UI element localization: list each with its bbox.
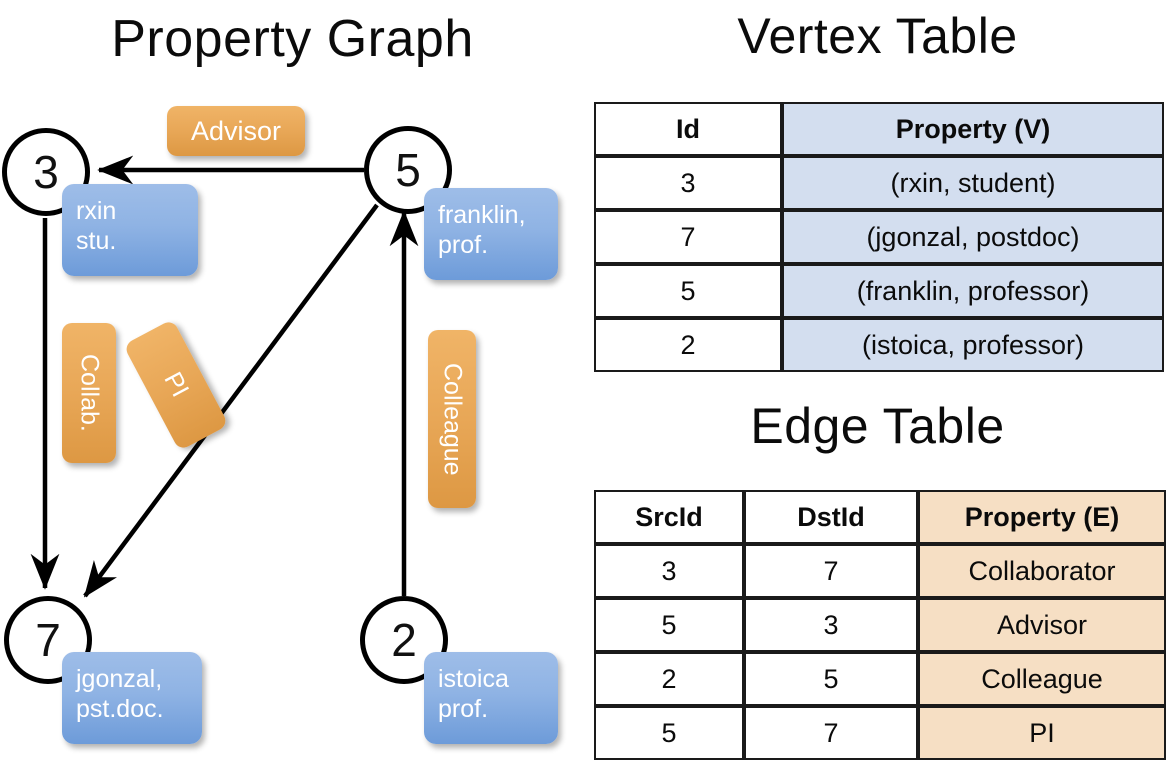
page-title-vertex-table: Vertex Table xyxy=(737,8,1018,64)
vertex-property-role: stu. xyxy=(76,227,117,255)
edge-label-text: Colleague xyxy=(438,362,467,476)
vertex-property-role: prof. xyxy=(438,695,489,723)
cell-property: Colleague xyxy=(918,652,1166,706)
column-header-srcid: SrcId xyxy=(594,490,744,544)
cell-property: Advisor xyxy=(918,598,1166,652)
table-row[interactable]: 3 7 Collaborator xyxy=(594,544,1166,598)
vertex-property-role: pst.doc. xyxy=(76,695,164,723)
table-row[interactable]: 2 5 Colleague xyxy=(594,652,1166,706)
cell-srcid: 5 xyxy=(594,706,744,760)
cell-dstid: 5 xyxy=(744,652,918,706)
cell-srcid: 2 xyxy=(594,652,744,706)
edge-table: SrcId DstId Property (E) 3 7 Collaborato… xyxy=(594,490,1166,760)
cell-property: (istoica, professor) xyxy=(782,318,1164,372)
edge-label-advisor: Advisor xyxy=(167,106,305,156)
edge-label-text: PI xyxy=(158,367,195,402)
cell-srcid: 5 xyxy=(594,598,744,652)
vertex-id-label: 3 xyxy=(33,146,59,198)
table-header-row: Id Property (V) xyxy=(594,102,1164,156)
cell-property: (franklin, professor) xyxy=(782,264,1164,318)
vertex-property-name: rxin xyxy=(76,197,117,225)
cell-dstid: 3 xyxy=(744,598,918,652)
cell-dstid: 7 xyxy=(744,706,918,760)
table-row[interactable]: 5 3 Advisor xyxy=(594,598,1166,652)
cell-id: 5 xyxy=(594,264,782,318)
table-row[interactable]: 7 (jgonzal, postdoc) xyxy=(594,210,1164,264)
vertex-property-role: prof. xyxy=(438,231,489,259)
page-title-property-graph: Property Graph xyxy=(111,10,474,68)
edge-5-to-7-pi xyxy=(83,203,379,598)
cell-property: (rxin, student) xyxy=(782,156,1164,210)
vertex-property-callout-jgonzal: jgonzal, pst.doc. xyxy=(62,652,202,744)
vertex-property-callout-franklin: franklin, prof. xyxy=(424,188,558,280)
column-header-id: Id xyxy=(594,102,782,156)
edge-label-text: Advisor xyxy=(190,115,282,146)
vertex-property-callout-rxin: rxin stu. xyxy=(62,184,198,276)
vertex-property-callout-istoica: istoica prof. xyxy=(424,652,558,744)
vertex-id-label: 2 xyxy=(391,614,417,666)
table-row[interactable]: 3 (rxin, student) xyxy=(594,156,1164,210)
vertex-id-label: 5 xyxy=(395,144,421,196)
cell-id: 7 xyxy=(594,210,782,264)
vertex-property-name: istoica xyxy=(438,665,509,693)
graph-edges-layer xyxy=(30,155,419,598)
column-header-property: Property (V) xyxy=(782,102,1164,156)
table-row[interactable]: 5 7 PI xyxy=(594,706,1166,760)
cell-property: Collaborator xyxy=(918,544,1166,598)
vertex-id-label: 7 xyxy=(35,614,61,666)
edge-label-collab: Collab. xyxy=(62,323,116,463)
table-header-row: SrcId DstId Property (E) xyxy=(594,490,1166,544)
graph-vertex-2[interactable]: 2 xyxy=(360,596,448,684)
column-header-dstid: DstId xyxy=(744,490,918,544)
vertex-property-name: jgonzal, xyxy=(76,665,163,693)
property-graph-panel: Property Graph 3 5 7 2 rxin stu. frankli… xyxy=(2,10,558,744)
edge-label-colleague: Colleague xyxy=(428,330,476,508)
vertex-property-name: franklin, xyxy=(438,201,526,229)
edge-label-text: Collab. xyxy=(75,354,104,432)
cell-dstid: 7 xyxy=(744,544,918,598)
vertex-table: Id Property (V) 3 (rxin, student) 7 (jgo… xyxy=(594,102,1164,372)
column-header-property: Property (E) xyxy=(918,490,1166,544)
cell-id: 2 xyxy=(594,318,782,372)
cell-property: (jgonzal, postdoc) xyxy=(782,210,1164,264)
cell-srcid: 3 xyxy=(594,544,744,598)
page-title-edge-table: Edge Table xyxy=(750,398,1005,454)
cell-property: PI xyxy=(918,706,1166,760)
cell-id: 3 xyxy=(594,156,782,210)
table-row[interactable]: 5 (franklin, professor) xyxy=(594,264,1164,318)
table-row[interactable]: 2 (istoica, professor) xyxy=(594,318,1164,372)
